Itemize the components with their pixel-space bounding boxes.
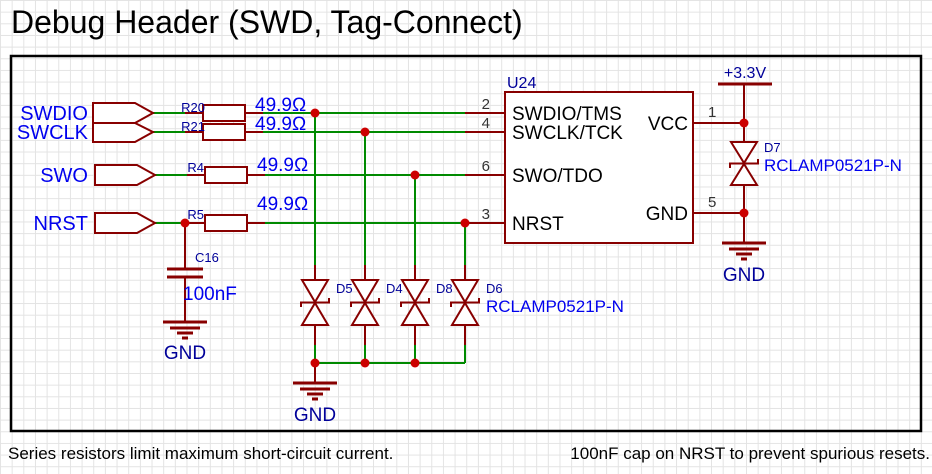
gnd-symbol-diode-array[interactable]: GND: [293, 363, 337, 426]
note-nrst-cap: 100nF cap on NRST to prevent spurious re…: [570, 444, 930, 463]
diode-bar: [350, 298, 380, 307]
junction-dot: [310, 358, 320, 368]
diode-value[interactable]: RCLAMP0521P-N: [486, 297, 624, 316]
gnd-symbol-c16[interactable]: GND: [163, 320, 207, 364]
diode-value[interactable]: RCLAMP0521P-N: [764, 156, 902, 175]
resistor-body: [202, 123, 246, 141]
gnd-symbol-right[interactable]: GND: [722, 213, 766, 286]
sheet-border: [9, 54, 923, 433]
diode-bar: [400, 298, 430, 307]
tvs-diode-d7[interactable]: D7 RCLAMP0521P-N: [729, 123, 902, 213]
capacitor-value[interactable]: 100nF: [183, 284, 237, 305]
tvs-diode-d5[interactable]: D5: [300, 265, 353, 345]
pin-number: 1: [708, 104, 716, 121]
net-label-swclk-text[interactable]: SWCLK: [17, 122, 89, 144]
resistor-ref[interactable]: R20: [181, 100, 205, 115]
capacitor-ref[interactable]: C16: [195, 250, 219, 265]
resistor-body: [204, 214, 248, 232]
diode-bar: [300, 298, 330, 307]
net-label-nrst-text[interactable]: NRST: [34, 213, 88, 235]
label-pennant: [94, 212, 158, 234]
net-label-swdio-text[interactable]: SWDIO: [20, 103, 88, 125]
diode-triangle: [350, 301, 380, 326]
label-pennant: [94, 164, 158, 186]
page-title: Debug Header (SWD, Tag-Connect): [11, 4, 523, 40]
junction-dot: [739, 118, 749, 128]
pin-name: NRST: [512, 214, 564, 235]
diode-ref[interactable]: D7: [764, 140, 781, 155]
resistor-ref[interactable]: R4: [187, 160, 204, 175]
gnd-label[interactable]: GND: [723, 265, 765, 286]
diode-triangle: [729, 141, 759, 165]
ic-body: [504, 91, 694, 244]
gnd-label[interactable]: GND: [294, 405, 336, 426]
pin-number: 6: [482, 158, 490, 175]
resistor-r4[interactable]: R4 49.9Ω: [187, 155, 308, 184]
junction-dot: [739, 208, 749, 218]
diode-triangle: [400, 301, 430, 326]
resistor-value[interactable]: 49.9Ω: [255, 95, 306, 116]
resistor-value[interactable]: 49.9Ω: [257, 194, 308, 215]
diode-triangle: [450, 301, 480, 326]
junction-dot: [360, 127, 370, 137]
pin-number: 2: [482, 96, 490, 113]
gnd-label[interactable]: GND: [164, 343, 206, 364]
diode-triangle: [350, 279, 380, 304]
junction-dot: [460, 218, 470, 228]
resistor-r5[interactable]: R5 49.9Ω: [187, 194, 308, 232]
junction-dot: [410, 358, 420, 368]
pin-name: SWCLK/TCK: [512, 123, 623, 144]
diode-triangle: [400, 279, 430, 304]
diode-bar: [450, 298, 480, 307]
junction-dot: [310, 108, 320, 118]
net-label-swdio[interactable]: SWDIO: [20, 102, 156, 125]
junction-dots: [180, 108, 749, 368]
resistor-r21[interactable]: R21 49.9Ω: [181, 114, 306, 141]
ic-u24[interactable]: U24 2 4 6 3 1 5 SWDIO/TMS SWCLK/TCK SWO/…: [465, 75, 744, 244]
capacitor-c16[interactable]: C16 100nF: [167, 224, 237, 322]
pin-number: 3: [482, 206, 490, 223]
diode-ref[interactable]: D6: [486, 281, 503, 296]
label-pennant: [92, 122, 156, 143]
diode-triangle: [300, 301, 330, 326]
resistor-r20[interactable]: R20 49.9Ω: [181, 95, 306, 122]
diode-triangle: [300, 279, 330, 304]
tvs-diode-d8[interactable]: D8: [400, 265, 453, 345]
pin-name: VCC: [648, 114, 688, 135]
power-flag-3v3[interactable]: +3.3V: [718, 65, 772, 123]
power-label[interactable]: +3.3V: [724, 65, 767, 82]
label-pennant: [92, 102, 156, 124]
resistor-ref[interactable]: R5: [187, 207, 204, 222]
tvs-diode-d4[interactable]: D4: [350, 265, 403, 345]
ic-ref[interactable]: U24: [507, 75, 536, 92]
diode-triangle: [729, 162, 759, 186]
pin-name: GND: [646, 204, 688, 225]
net-label-swclk[interactable]: SWCLK: [17, 122, 156, 144]
diode-ref[interactable]: D8: [436, 281, 453, 296]
diode-ref[interactable]: D5: [336, 281, 353, 296]
junction-dot: [360, 358, 370, 368]
resistor-body: [202, 104, 246, 122]
pin-number: 4: [482, 115, 490, 132]
diode-bar: [729, 159, 759, 168]
net-label-nrst[interactable]: NRST: [34, 212, 158, 235]
diode-triangle: [450, 279, 480, 304]
diode-ref[interactable]: D4: [386, 281, 403, 296]
net-label-swo[interactable]: SWO: [40, 164, 158, 187]
pin-number: 5: [708, 194, 716, 211]
junction-dot: [410, 170, 420, 180]
tvs-diode-d6[interactable]: D6 RCLAMP0521P-N: [450, 265, 624, 345]
note-series-resistors: Series resistors limit maximum short-cir…: [8, 444, 394, 463]
resistor-ref[interactable]: R21: [181, 119, 205, 134]
resistor-value[interactable]: 49.9Ω: [255, 114, 306, 135]
pin-name: SWDIO/TMS: [512, 104, 622, 125]
resistor-value[interactable]: 49.9Ω: [257, 155, 308, 176]
resistor-body: [204, 166, 248, 184]
junction-dot: [180, 218, 190, 228]
pin-name: SWO/TDO: [512, 166, 603, 187]
net-label-swo-text[interactable]: SWO: [40, 165, 88, 187]
